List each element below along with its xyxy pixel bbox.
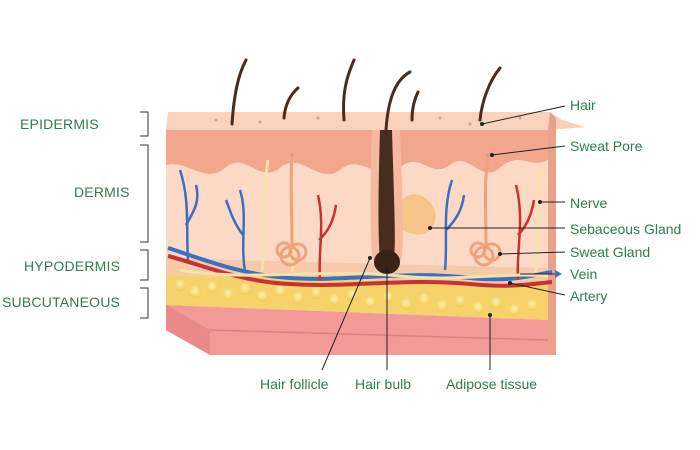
skin-side-face <box>548 112 556 355</box>
label-vein: Vein <box>570 266 598 282</box>
artery-branches <box>316 184 536 281</box>
epidermis-layer <box>166 130 548 175</box>
artery-vessel <box>167 254 553 288</box>
dermis-layer <box>166 160 548 268</box>
label-sweat-gland: Sweat Gland <box>570 244 651 260</box>
vein-branches <box>178 169 466 273</box>
muscle-side <box>166 305 210 355</box>
hair-shaft-internal <box>378 130 395 258</box>
leader-lines <box>321 105 566 371</box>
sweat-glands <box>275 154 502 267</box>
hair-bulb <box>374 250 400 274</box>
vein-vessel <box>167 246 553 282</box>
label-hair-follicle: Hair follicle <box>260 376 329 392</box>
skin-surface <box>166 112 550 130</box>
layer-brackets <box>140 111 149 319</box>
layer-label-epidermis: EPIDERMIS <box>20 116 99 132</box>
surface-hairs <box>230 58 502 132</box>
fat-cells <box>174 279 538 316</box>
label-nerve: Nerve <box>570 195 608 211</box>
surface-pores <box>214 116 522 157</box>
label-sebaceous-gland: Sebaceous Gland <box>570 221 682 237</box>
label-artery: Artery <box>570 288 608 304</box>
label-adipose-tissue: Adipose tissue <box>446 376 538 392</box>
layer-label-subcutaneous: SUBCUTANEOUS <box>2 294 121 310</box>
layer-label-hypodermis: HYPODERMIS <box>24 258 121 274</box>
label-sweat-pore: Sweat Pore <box>570 138 643 154</box>
sebaceous-gland <box>397 194 436 235</box>
muscle-base-layer <box>166 305 548 355</box>
label-hair-bulb: Hair bulb <box>355 376 412 392</box>
label-hair: Hair <box>570 97 596 113</box>
layer-label-dermis: DERMIS <box>74 184 130 200</box>
